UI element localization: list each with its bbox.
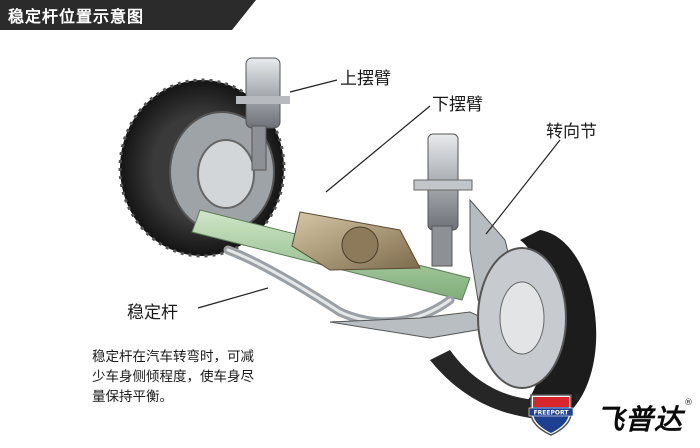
description-line: 量保持平衡。 (92, 389, 173, 405)
right-wheel (430, 230, 597, 420)
label-upper-control-arm: 上摆臂 (340, 69, 391, 89)
header-bar: 稳定杆位置示意图 (0, 0, 256, 30)
description-text: 稳定杆在汽车转弯时，可减 少车身侧倾程度，使车身尽 量保持平衡。 (92, 347, 302, 407)
description-line: 少车身侧倾程度，使车身尽 (92, 369, 254, 385)
leader-stabilizer (197, 287, 269, 309)
steering-rack (191, 209, 471, 301)
leader-upper-arm (289, 79, 338, 93)
label-stabilizer-bar: 稳定杆 (127, 303, 178, 323)
label-steering-knuckle: 转向节 (546, 122, 597, 142)
registered-mark-logo: ® (573, 393, 581, 402)
leader-knuckle (485, 139, 561, 235)
label-lower-control-arm: 下摆臂 (432, 95, 483, 115)
logo-text: FREEPORT (534, 410, 570, 417)
leader-lower-arm (325, 105, 431, 193)
left-strut (236, 57, 290, 171)
left-wheel (118, 78, 286, 258)
registered-mark-brand: ® (684, 398, 693, 408)
brand-logo-emblem: FREEPORT (528, 394, 574, 436)
page-title: 稳定杆位置示意图 (8, 7, 145, 26)
brand-name: 飞普达 (596, 403, 684, 436)
right-strut (413, 133, 473, 267)
description-line: 稳定杆在汽车转弯时，可减 (92, 349, 254, 365)
